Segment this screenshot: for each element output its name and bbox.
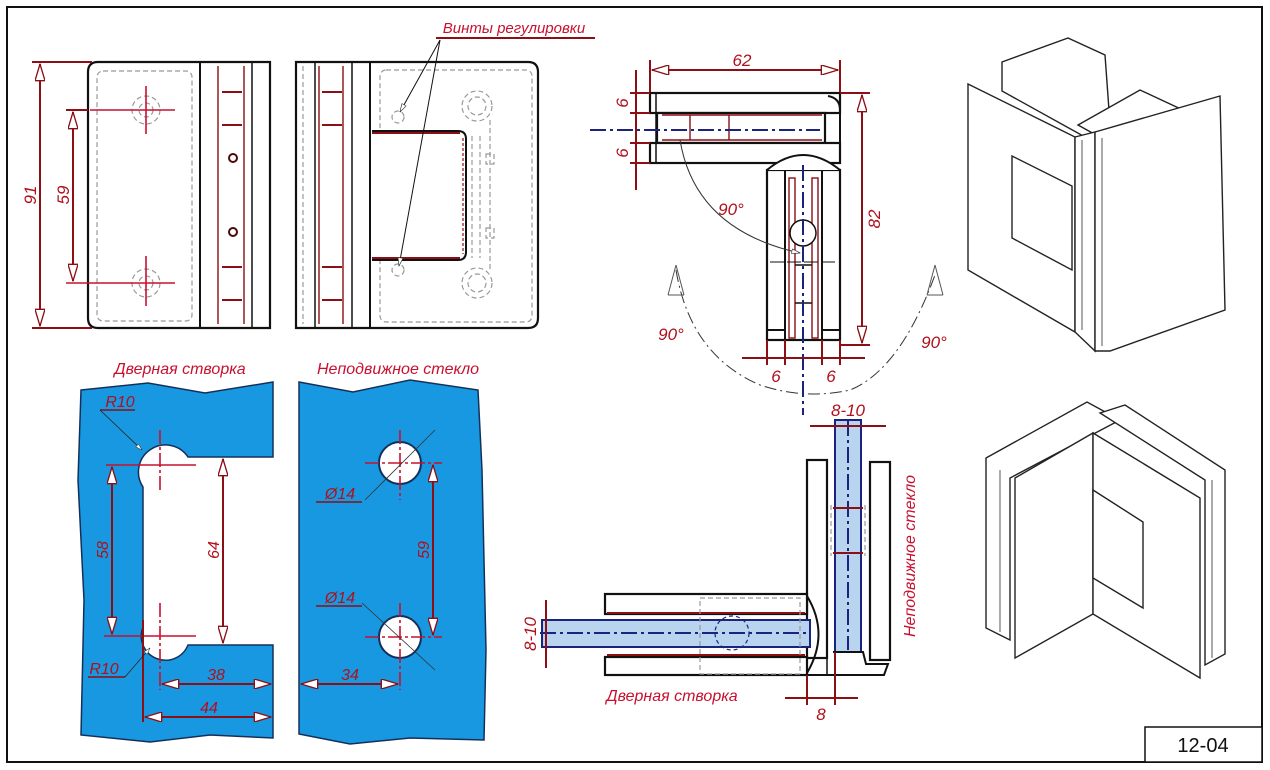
top-width-dim: 62: [733, 51, 752, 70]
gap-dim: 8: [816, 705, 826, 724]
fixed-glass-shape: [298, 379, 487, 745]
rear-view: Винты регулировки: [294, 20, 595, 330]
assembly-section-view: 8-10 8-10 8 Неподвижное стекло Дверная с…: [521, 401, 919, 724]
sheet-number: 12-04: [1177, 735, 1228, 757]
top-hole-diameter: Ø14: [324, 486, 355, 503]
swing-arrow-icon: [667, 264, 685, 296]
hinge-pivot-window: [1011, 154, 1073, 272]
door-radius-bottom: R10: [89, 661, 118, 678]
front-view: 91 59: [21, 60, 272, 330]
left-swing-angle: 90°: [658, 325, 684, 344]
top-height-dim: 82: [865, 209, 884, 228]
pivot-hidden: [461, 90, 493, 122]
door-cutout-title: Дверная створка: [112, 361, 245, 378]
door-hole-spacing-dim: 58: [95, 541, 112, 559]
fixed-hole-spacing-dim: 59: [416, 541, 433, 559]
swing-arc: [675, 269, 936, 395]
top-section-view: 62 6 6 82 6 6 90° 90° 90°: [590, 51, 947, 415]
door-inner-offset-dim: 38: [207, 667, 225, 684]
fixed-glass-cutout-view: Неподвижное стекло Ø14 Ø14 59 34: [298, 361, 487, 745]
inner-angle-label: 90°: [718, 200, 744, 219]
front-hole-spacing-dim: 59: [54, 185, 73, 204]
iso-view-closed: [967, 37, 1226, 353]
door-slot-height-dim: 64: [206, 541, 223, 559]
adjustment-screws-label: Винты регулировки: [443, 20, 586, 37]
bottom-plate-dim: 6: [613, 148, 632, 158]
fixed-glass-label: Неподвижное стекло: [902, 475, 919, 637]
fixed-glass-cutout-title: Неподвижное стекло: [317, 361, 479, 378]
screw-icon: [228, 153, 238, 163]
door-radius-top: R10: [105, 394, 134, 411]
fixed-glass-thickness-dim: 8-10: [831, 401, 866, 420]
top-plate-dim: 6: [613, 98, 632, 108]
right-swing-angle: 90°: [921, 333, 947, 352]
title-block: 12-04: [1144, 726, 1263, 763]
front-body: [86, 60, 272, 330]
front-height-dim: 91: [21, 186, 40, 205]
door-cutout-view: Дверная створка R10 R10 58 64 38 44: [77, 361, 274, 743]
screw-icon: [228, 227, 238, 237]
iso-view-open: [985, 401, 1226, 680]
sheet-border: [6, 6, 1263, 763]
door-outer-offset-dim: 44: [200, 700, 218, 717]
front-hidden-outline: [96, 70, 193, 322]
door-glass-shape: [77, 381, 274, 743]
foot-right-dim: 6: [826, 367, 836, 386]
fixed-edge-offset-dim: 34: [341, 667, 359, 684]
hinge-pivot-window: [1092, 488, 1144, 610]
door-label: Дверная створка: [604, 688, 737, 705]
door-glass-thickness-dim: 8-10: [521, 616, 540, 651]
foot-left-dim: 6: [771, 367, 781, 386]
bottom-hole-diameter: Ø14: [324, 590, 355, 607]
swing-arrow-icon: [926, 264, 944, 296]
pivot-hidden: [461, 267, 493, 299]
hinge-plate-right: [1094, 95, 1226, 352]
adjustment-screw-icon: [391, 110, 405, 124]
